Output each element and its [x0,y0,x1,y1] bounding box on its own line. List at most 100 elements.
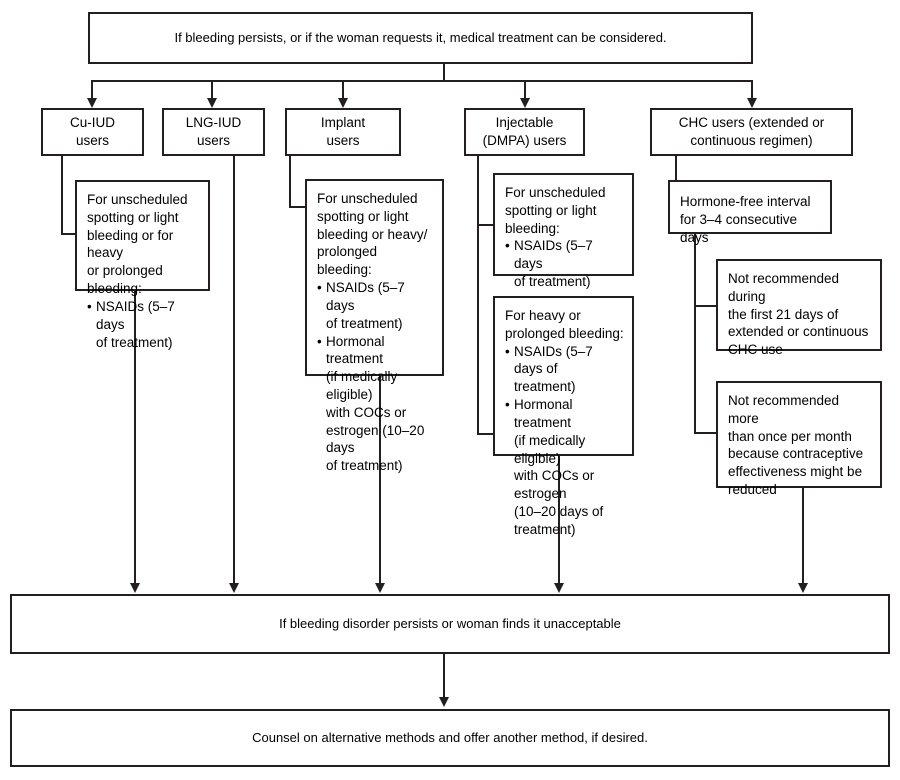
drop-to-injectable [524,80,526,100]
implant-bullet2-line2: (if medically eligible) [326,369,398,402]
category-box-implant: Implant users [285,108,401,156]
lng-iud-to-bottom-line [233,156,235,585]
chc-to-bottom-line [802,488,804,585]
cu-iud-heading-line4: or prolonged bleeding: [87,263,163,297]
injectable-heavy-bullet-nsaids: NSAIDs (5–7 days of treatment) [505,343,624,396]
drop-to-chc [751,80,753,100]
detail-box-injectable-light: For unscheduled spotting or light bleedi… [493,173,634,289]
bottom-counsel-box: Counsel on alternative methods and offer… [10,709,890,767]
injectable-heavy-bullet2-line2: (if medically eligible) [514,432,586,466]
chc-note-month-line1: Not recommended more [728,393,840,426]
cu-iud-heading-line1: For unscheduled [87,192,188,207]
top-banner-box: If bleeding persists, or if the woman re… [88,12,753,64]
top-banner-text: If bleeding persists, or if the woman re… [174,29,667,45]
detail-box-implant: For unscheduled spotting or light bleedi… [305,179,444,473]
implant-bottom-arrow [375,583,385,593]
detail-box-chc-hfi: Hormone-free interval for 3–4 consecutiv… [668,180,832,245]
implant-heading-line1: For unscheduled [317,191,418,206]
drop-to-implant [342,80,344,100]
implant-bullet-hormonal: Hormonal treatment (if medically eligibl… [317,333,434,476]
category-cu-iud-line2: users [75,133,109,148]
category-box-lng-iud: LNG-IUD users [162,108,265,156]
injectable-light-bullet1-line2: of treatment) [514,274,591,290]
implant-to-bottom-line [379,376,381,585]
implant-bullet-nsaids: NSAIDs (5–7 days of treatment) [317,279,434,332]
chc-bottom-arrow [798,583,808,593]
chc-note-21days-line4: CHC use [728,342,783,358]
chc-note-21days-line2: the first 21 days of [728,306,839,322]
category-chc-line2: continuous regimen) [690,133,813,148]
drop-to-cu-iud [91,80,93,100]
cu-iud-connector-elbow [61,233,77,235]
category-injectable-line1: Injectable [495,114,554,130]
injectable-connector-elbow-bottom [477,433,495,435]
cu-iud-bullet1-line2: of treatment) [96,334,173,350]
category-injectable-line2: (DMPA) users [482,133,567,148]
chc-note-month-line4: effectiveness might be [728,464,863,480]
category-implant-line1: Implant [320,114,366,130]
arrow-to-chc [747,98,757,108]
note-box-chc-month: Not recommended more than once per month… [716,381,882,497]
chc-note-month-elbow [694,432,718,434]
arrow-to-injectable [520,98,530,108]
distribution-bar [91,80,753,82]
implant-connector-vertical [289,156,291,208]
category-box-injectable: Injectable (DMPA) users [464,108,585,156]
chc-hfi-line2: for 3–4 consecutive days [680,211,798,245]
injectable-heavy-bullet2-line3: with COCs or estrogen [514,468,595,502]
injectable-connector-elbow-top [477,224,495,226]
chc-note-month-line3: because contraceptive [728,446,864,462]
implant-bullet2-line3: with COCs or [326,404,407,420]
implant-bullet2-line1: Hormonal treatment [326,333,385,367]
chc-note-21days-elbow [694,305,718,307]
chc-note-month-line2: than once per month [728,428,852,444]
cu-iud-to-bottom-line [134,291,136,585]
implant-bullet2-line4: estrogen (10–20 days [326,422,425,456]
implant-bullet2-line5: of treatment) [326,458,403,474]
implant-connector-elbow [289,206,307,208]
implant-heading-line2: spotting or light [317,208,409,224]
chc-hfi-line1: Hormone-free interval [680,194,811,209]
implant-heading-line4: prolonged bleeding: [317,244,378,278]
implant-heading-line3: bleeding or heavy/ [317,226,428,242]
injectable-heavy-bullet2-line4: (10–20 days of [514,503,604,519]
category-box-cu-iud: Cu-IUD users [41,108,144,156]
category-box-chc: CHC users (extended or continuous regime… [650,108,853,156]
cu-iud-bullet-nsaids: NSAIDs (5–7 days of treatment) [87,298,200,351]
injectable-heavy-heading-line1: For heavy or [505,308,581,323]
implant-bullet1-line1: NSAIDs (5–7 days [326,280,405,313]
cu-iud-bullet1-line1: NSAIDs (5–7 days [96,298,175,332]
injectable-heavy-bullet-hormonal: Hormonal treatment (if medically eligibl… [505,396,624,539]
chc-note-21days-line1: Not recommended during [728,271,840,304]
bottom-persists-box: If bleeding disorder persists or woman f… [10,594,890,654]
cu-iud-heading-line3: bleeding or for heavy [87,227,174,261]
arrow-to-cu-iud [87,98,97,108]
category-lng-iud-line1: LNG-IUD [185,114,242,130]
cu-iud-heading-line2: spotting or light [87,209,179,225]
injectable-light-heading-line3: bleeding: [505,220,560,236]
injectable-heavy-bullet1-line2: treatment) [514,379,576,395]
lng-iud-bottom-arrow [229,583,239,593]
injectable-heavy-heading-line2: prolonged bleeding: [505,325,624,341]
detail-box-cu-iud: For unscheduled spotting or light bleedi… [75,180,210,350]
arrow-to-implant [338,98,348,108]
injectable-light-heading-line2: spotting or light [505,202,597,218]
chc-note-month-line5: reduced [728,482,777,498]
injectable-light-heading-line1: For unscheduled [505,185,606,200]
category-cu-iud-line1: Cu-IUD [69,114,115,130]
bottom-connector-arrow [439,697,449,707]
bottom-connector-line [443,654,445,699]
cu-iud-connector-vertical [61,156,63,235]
chc-connector-stem [675,156,677,180]
cu-iud-bottom-arrow [130,583,140,593]
injectable-heavy-bullet1-line1: NSAIDs (5–7 days of [514,343,593,377]
injectable-connector-vertical [477,156,479,435]
injectable-bottom-arrow [554,583,564,593]
note-box-chc-21days: Not recommended during the first 21 days… [716,259,882,357]
arrow-to-lng-iud [207,98,217,108]
chc-note-21days-line3: extended or continuous [728,324,869,340]
chc-notes-spine [694,234,696,434]
drop-to-lng-iud [211,80,213,100]
category-chc-line1: CHC users (extended or [678,114,825,130]
